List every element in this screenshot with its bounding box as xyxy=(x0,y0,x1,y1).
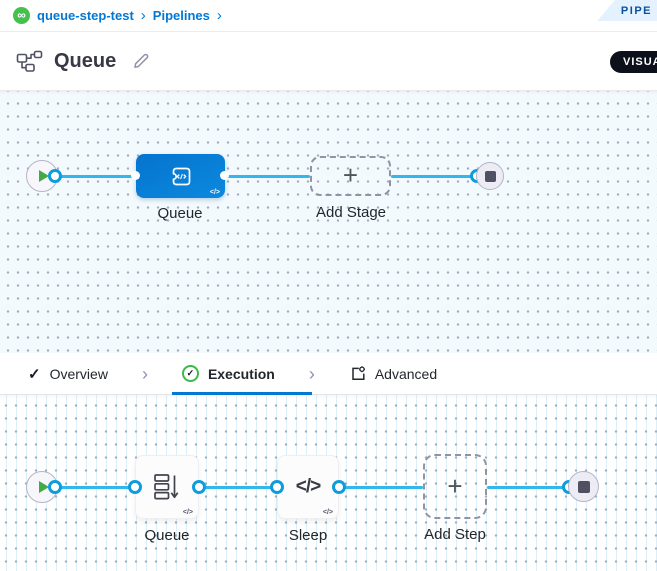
check-icon: ✓ xyxy=(28,365,41,383)
code-step-icon: </> xyxy=(295,476,322,497)
play-icon xyxy=(39,170,49,182)
pipeline-end-node[interactable] xyxy=(476,162,504,190)
stage-node-queue[interactable]: </> xyxy=(136,154,225,198)
edit-pencil-icon[interactable] xyxy=(131,51,151,71)
add-step-button[interactable]: + xyxy=(423,454,487,519)
play-icon xyxy=(39,481,49,493)
pipeline-start-node[interactable] xyxy=(26,160,58,192)
edge-port[interactable] xyxy=(270,480,284,494)
tab-execution[interactable]: ✓ Execution xyxy=(181,365,275,382)
add-step-label: Add Step xyxy=(424,526,486,543)
pipeline-studio-ribbon: PIPE xyxy=(597,0,657,21)
code-toggle-icon: </> xyxy=(182,509,193,516)
code-toggle-icon: </> xyxy=(209,189,220,196)
stop-icon xyxy=(577,480,590,493)
stage-edge xyxy=(391,175,478,178)
code-toggle-icon: </> xyxy=(322,509,333,516)
breadcrumb: ∞ queue-step-test › Pipelines › PIPE xyxy=(0,0,657,32)
edge-port[interactable] xyxy=(128,480,142,494)
breadcrumb-project-link[interactable]: queue-step-test xyxy=(37,8,134,23)
stage-port-left[interactable] xyxy=(131,171,140,180)
execution-canvas[interactable]: </> Queue </> </> Sleep + Add Step xyxy=(0,395,657,571)
edge-port[interactable] xyxy=(332,480,346,494)
active-tab-underline xyxy=(172,392,312,395)
step-card-queue[interactable]: </> xyxy=(135,455,199,519)
edge-port[interactable] xyxy=(48,480,62,494)
step-card-sleep[interactable]: </> </> xyxy=(277,455,339,519)
tab-advanced-label: Advanced xyxy=(374,365,438,382)
project-infinity-icon: ∞ xyxy=(13,7,30,24)
pipeline-icon xyxy=(16,50,43,73)
queue-step-icon xyxy=(154,474,179,500)
add-stage-label: Add Stage xyxy=(315,204,387,221)
chevron-right-icon: › xyxy=(141,363,148,384)
stage-config-tabs: ✓ Overview › ✓ Execution › Advanced xyxy=(0,353,657,395)
visual-yaml-toggle[interactable]: VISUAL xyxy=(610,51,657,73)
page-title: Queue xyxy=(54,49,117,72)
stage-label: Queue xyxy=(157,205,203,222)
plus-icon: + xyxy=(342,160,359,191)
add-stage-button[interactable]: + xyxy=(310,156,391,196)
edge-port[interactable] xyxy=(48,169,62,183)
step-label: Queue xyxy=(144,527,190,544)
breadcrumb-pipelines-link[interactable]: Pipelines xyxy=(152,8,210,23)
tab-overview-label: Overview xyxy=(49,365,108,382)
edge-port[interactable] xyxy=(192,480,206,494)
chevron-right-icon: › xyxy=(216,7,222,24)
stop-icon xyxy=(484,170,496,182)
tab-advanced[interactable]: Advanced xyxy=(349,365,437,382)
chevron-right-icon: › xyxy=(308,363,315,384)
tab-overview[interactable]: ✓ Overview xyxy=(28,365,108,383)
chevron-right-icon: › xyxy=(140,7,146,24)
custom-stage-icon xyxy=(172,167,191,185)
tab-execution-label: Execution xyxy=(207,365,275,382)
title-bar: Queue VISUAL xyxy=(0,32,657,91)
plus-icon: + xyxy=(447,470,463,501)
stage-canvas[interactable]: </> Queue + Add Stage xyxy=(0,91,657,353)
stage-port-right[interactable] xyxy=(220,171,229,180)
check-circle-icon: ✓ xyxy=(181,365,199,382)
advanced-settings-icon xyxy=(349,365,366,382)
step-edge xyxy=(487,486,569,489)
step-label: Sleep xyxy=(288,527,328,544)
execution-end-node[interactable] xyxy=(568,471,599,502)
step-edge xyxy=(55,486,423,489)
